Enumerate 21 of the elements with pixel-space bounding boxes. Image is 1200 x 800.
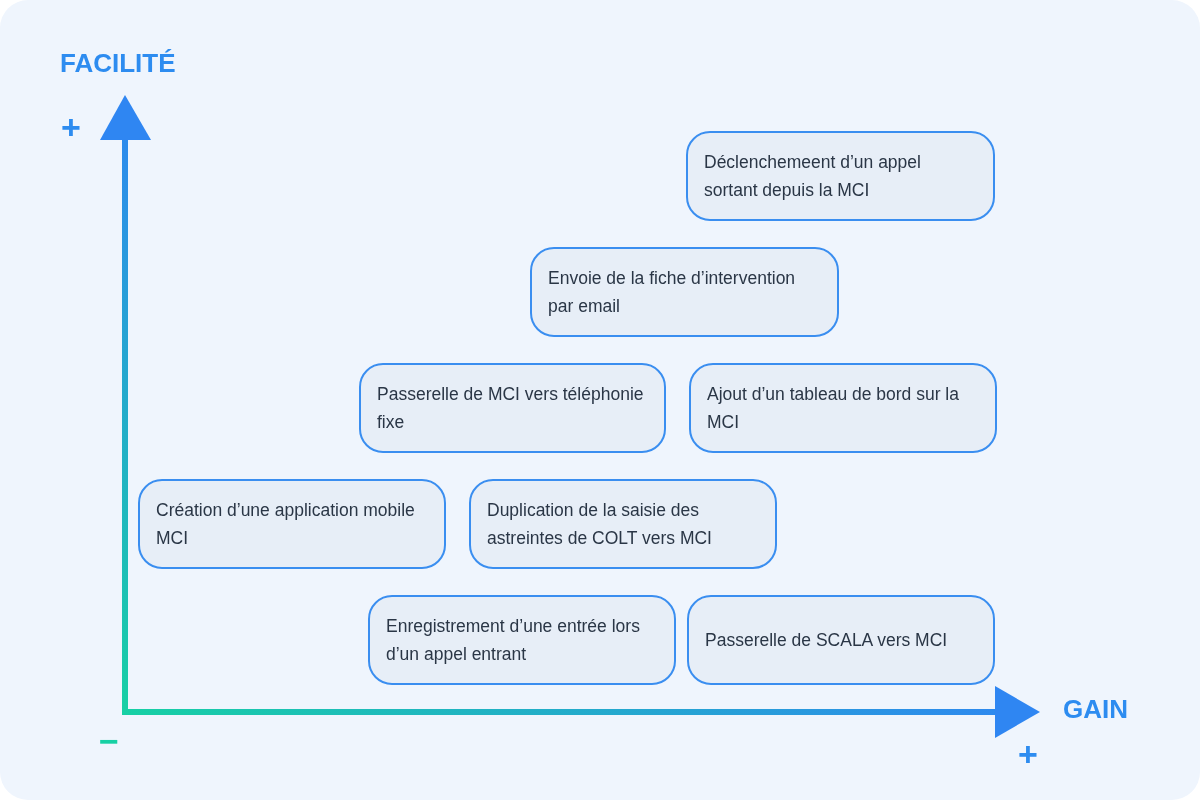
axis-title: GAIN [1063,694,1128,725]
idea-box [368,595,676,685]
idea-text: Passerelle de MCI vers téléphonie fixe [377,383,645,434]
axis-title: FACILITÉ [60,48,176,79]
idea-box [530,247,839,337]
idea-box [686,131,995,221]
idea-text: Duplication de la saisie des astreintes de COLT vers MCI [487,499,713,550]
idea-box [689,363,997,453]
idea-text: Ajout d’un tableau de bord sur la MCI [707,383,960,434]
idea-text: Envoie de la fiche d’intervention par email [548,267,797,318]
idea-text: Création d’une application mobile MCI [156,499,416,550]
idea-text: Enregistrement d’une entrée lors d’un appel entrant [386,615,641,666]
idea-box [469,479,777,569]
idea-text: Déclenchemeent d’un appel sortant depuis la MCI [704,151,922,202]
idea-box [359,363,666,453]
plus-sign: + [61,108,81,147]
minus-sign: − [99,722,119,761]
idea-text: Passerelle de SCALA vers MCI [705,629,948,652]
idea-box [138,479,446,569]
idea-box [687,595,995,685]
plus-sign: + [1018,735,1038,774]
